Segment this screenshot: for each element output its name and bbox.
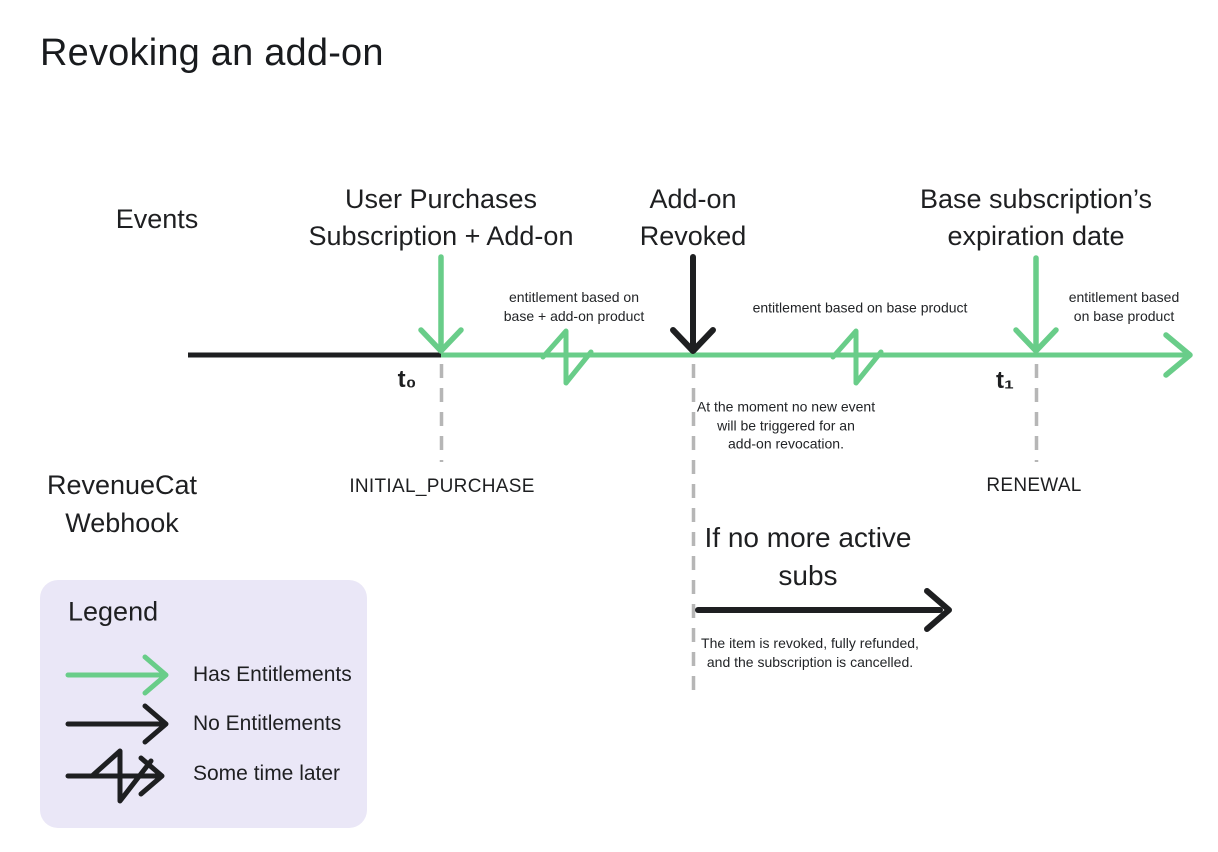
time-skip-icon-1: [540, 328, 594, 386]
timeline-end-arrow-icon: [1163, 332, 1193, 378]
webhook-initial-purchase: INITIAL_PURCHASE: [349, 476, 535, 497]
legend-item: [65, 698, 170, 750]
legend-item: [65, 748, 170, 804]
purchase-down-arrow-icon: [418, 254, 464, 354]
legend-item-label: Some time later: [193, 762, 341, 785]
event-revoked-label: Add-on Revoked: [640, 181, 747, 255]
legend-panel: Legend Has Entitlements No Entitlements …: [40, 580, 367, 828]
annotation-after-renewal-line2: on base product: [1073, 308, 1175, 324]
event-purchase-line2: Subscription + Add-on: [308, 221, 574, 251]
branch-title-line2: subs: [778, 560, 838, 591]
revoked-down-arrow-icon: [670, 254, 716, 354]
t1-label: t₁: [996, 367, 1014, 394]
revoke-note-line1: At the moment no new event: [696, 398, 876, 415]
page-title: Revoking an add-on: [40, 32, 384, 74]
annotation-after-revoke: entitlement based on base product: [752, 299, 968, 316]
webhook-row-label: RevenueCat Webhook: [47, 466, 197, 542]
branch-title-line1: If no more active: [704, 522, 912, 553]
webhook-row-label-line1: RevenueCat: [46, 470, 198, 500]
legend-heading: Legend: [68, 596, 159, 627]
event-purchase-label: User Purchases Subscription + Add-on: [309, 181, 574, 255]
t0-label: t₀: [397, 366, 417, 393]
event-expiration-line2: expiration date: [947, 221, 1125, 251]
time-skip-icon-2: [830, 328, 884, 386]
branch-title: If no more active subs: [705, 519, 912, 595]
legend-item-label: No Entitlements: [193, 712, 342, 735]
event-purchase-line1: User Purchases: [344, 184, 538, 214]
refund-note-line1: The item is revoked, fully refunded,: [701, 635, 919, 651]
no-entitlements-arrow-icon: [65, 703, 169, 745]
refund-note: The item is revoked, fully refunded, and…: [701, 634, 919, 672]
event-expiration-label: Base subscription’s expiration date: [920, 181, 1152, 255]
revoke-note-line2: will be triggered for an: [717, 416, 855, 433]
refund-note-line2: and the subscription is cancelled.: [706, 654, 914, 670]
time-skip-arrow-icon: [65, 748, 165, 804]
branch-arrow-icon: [695, 588, 952, 632]
revoke-note-line3: add-on revocation.: [728, 435, 844, 452]
annotation-after-purchase-line2: base + add-on product: [503, 308, 645, 324]
webhook-row-label-line2: Webhook: [65, 508, 179, 538]
event-revoked-line1: Add-on: [649, 184, 737, 214]
annotation-after-renewal: entitlement based on base product: [1069, 288, 1180, 326]
webhook-renewal: RENEWAL: [986, 475, 1082, 496]
events-row-label: Events: [115, 204, 199, 234]
annotation-after-purchase-line1: entitlement based on: [509, 289, 639, 305]
annotation-after-renewal-line1: entitlement based: [1068, 289, 1180, 305]
revoke-note: At the moment no new event will be trigg…: [697, 397, 875, 453]
has-entitlements-arrow-icon: [65, 654, 169, 696]
annotation-after-purchase: entitlement based on base + add-on produ…: [504, 288, 645, 326]
renewal-down-arrow-icon: [1013, 255, 1059, 354]
legend-item-label: Has Entitlements: [193, 663, 352, 686]
legend-item: [65, 649, 170, 701]
event-revoked-line2: Revoked: [639, 221, 747, 251]
event-expiration-line1: Base subscription’s: [919, 184, 1153, 214]
